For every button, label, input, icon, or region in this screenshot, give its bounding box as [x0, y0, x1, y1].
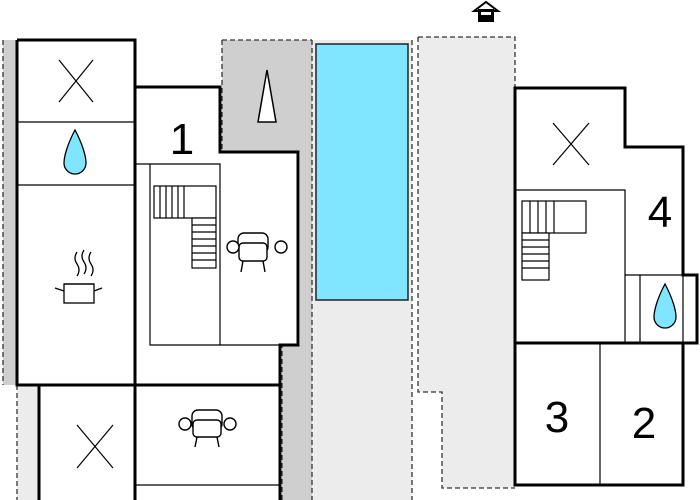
- parking-icon: [471, 0, 501, 22]
- garden-boundary: [417, 36, 516, 489]
- outdoor-areas: [2, 36, 516, 500]
- cooking-pot-icon: [54, 249, 103, 304]
- north-arrow-icon: [257, 69, 277, 123]
- right-outer-wall: [513, 86, 699, 487]
- water-drop-icon: [63, 128, 87, 175]
- staircase-icon: [521, 200, 587, 281]
- sofa-icon: [178, 409, 237, 448]
- garden-path: [418, 37, 515, 488]
- left-room-dividers: [17, 121, 135, 186]
- right-building: [513, 86, 699, 487]
- staircase-icon: [153, 185, 217, 269]
- terrace-boundary: [221, 39, 312, 500]
- stair-hall-walls: [135, 163, 298, 346]
- pool-deck-boundary: [311, 40, 413, 500]
- terrace-area: [222, 40, 312, 500]
- room-number-1: 1: [170, 115, 194, 164]
- swimming-pool: [315, 43, 409, 301]
- left-building: [15, 38, 300, 500]
- cross-icon: [552, 122, 590, 166]
- cross-icon: [58, 59, 94, 103]
- room-number-2: 2: [632, 399, 656, 448]
- room-number-4: 4: [648, 188, 672, 237]
- room-number-3: 3: [545, 393, 569, 442]
- sofa-icon: [226, 232, 288, 273]
- left-terrace-strip: [3, 40, 17, 385]
- water-drop-icon: [653, 282, 677, 329]
- lower-left-yard: [17, 385, 39, 500]
- right-room-dividers: [515, 189, 684, 485]
- cross-icon: [76, 424, 114, 469]
